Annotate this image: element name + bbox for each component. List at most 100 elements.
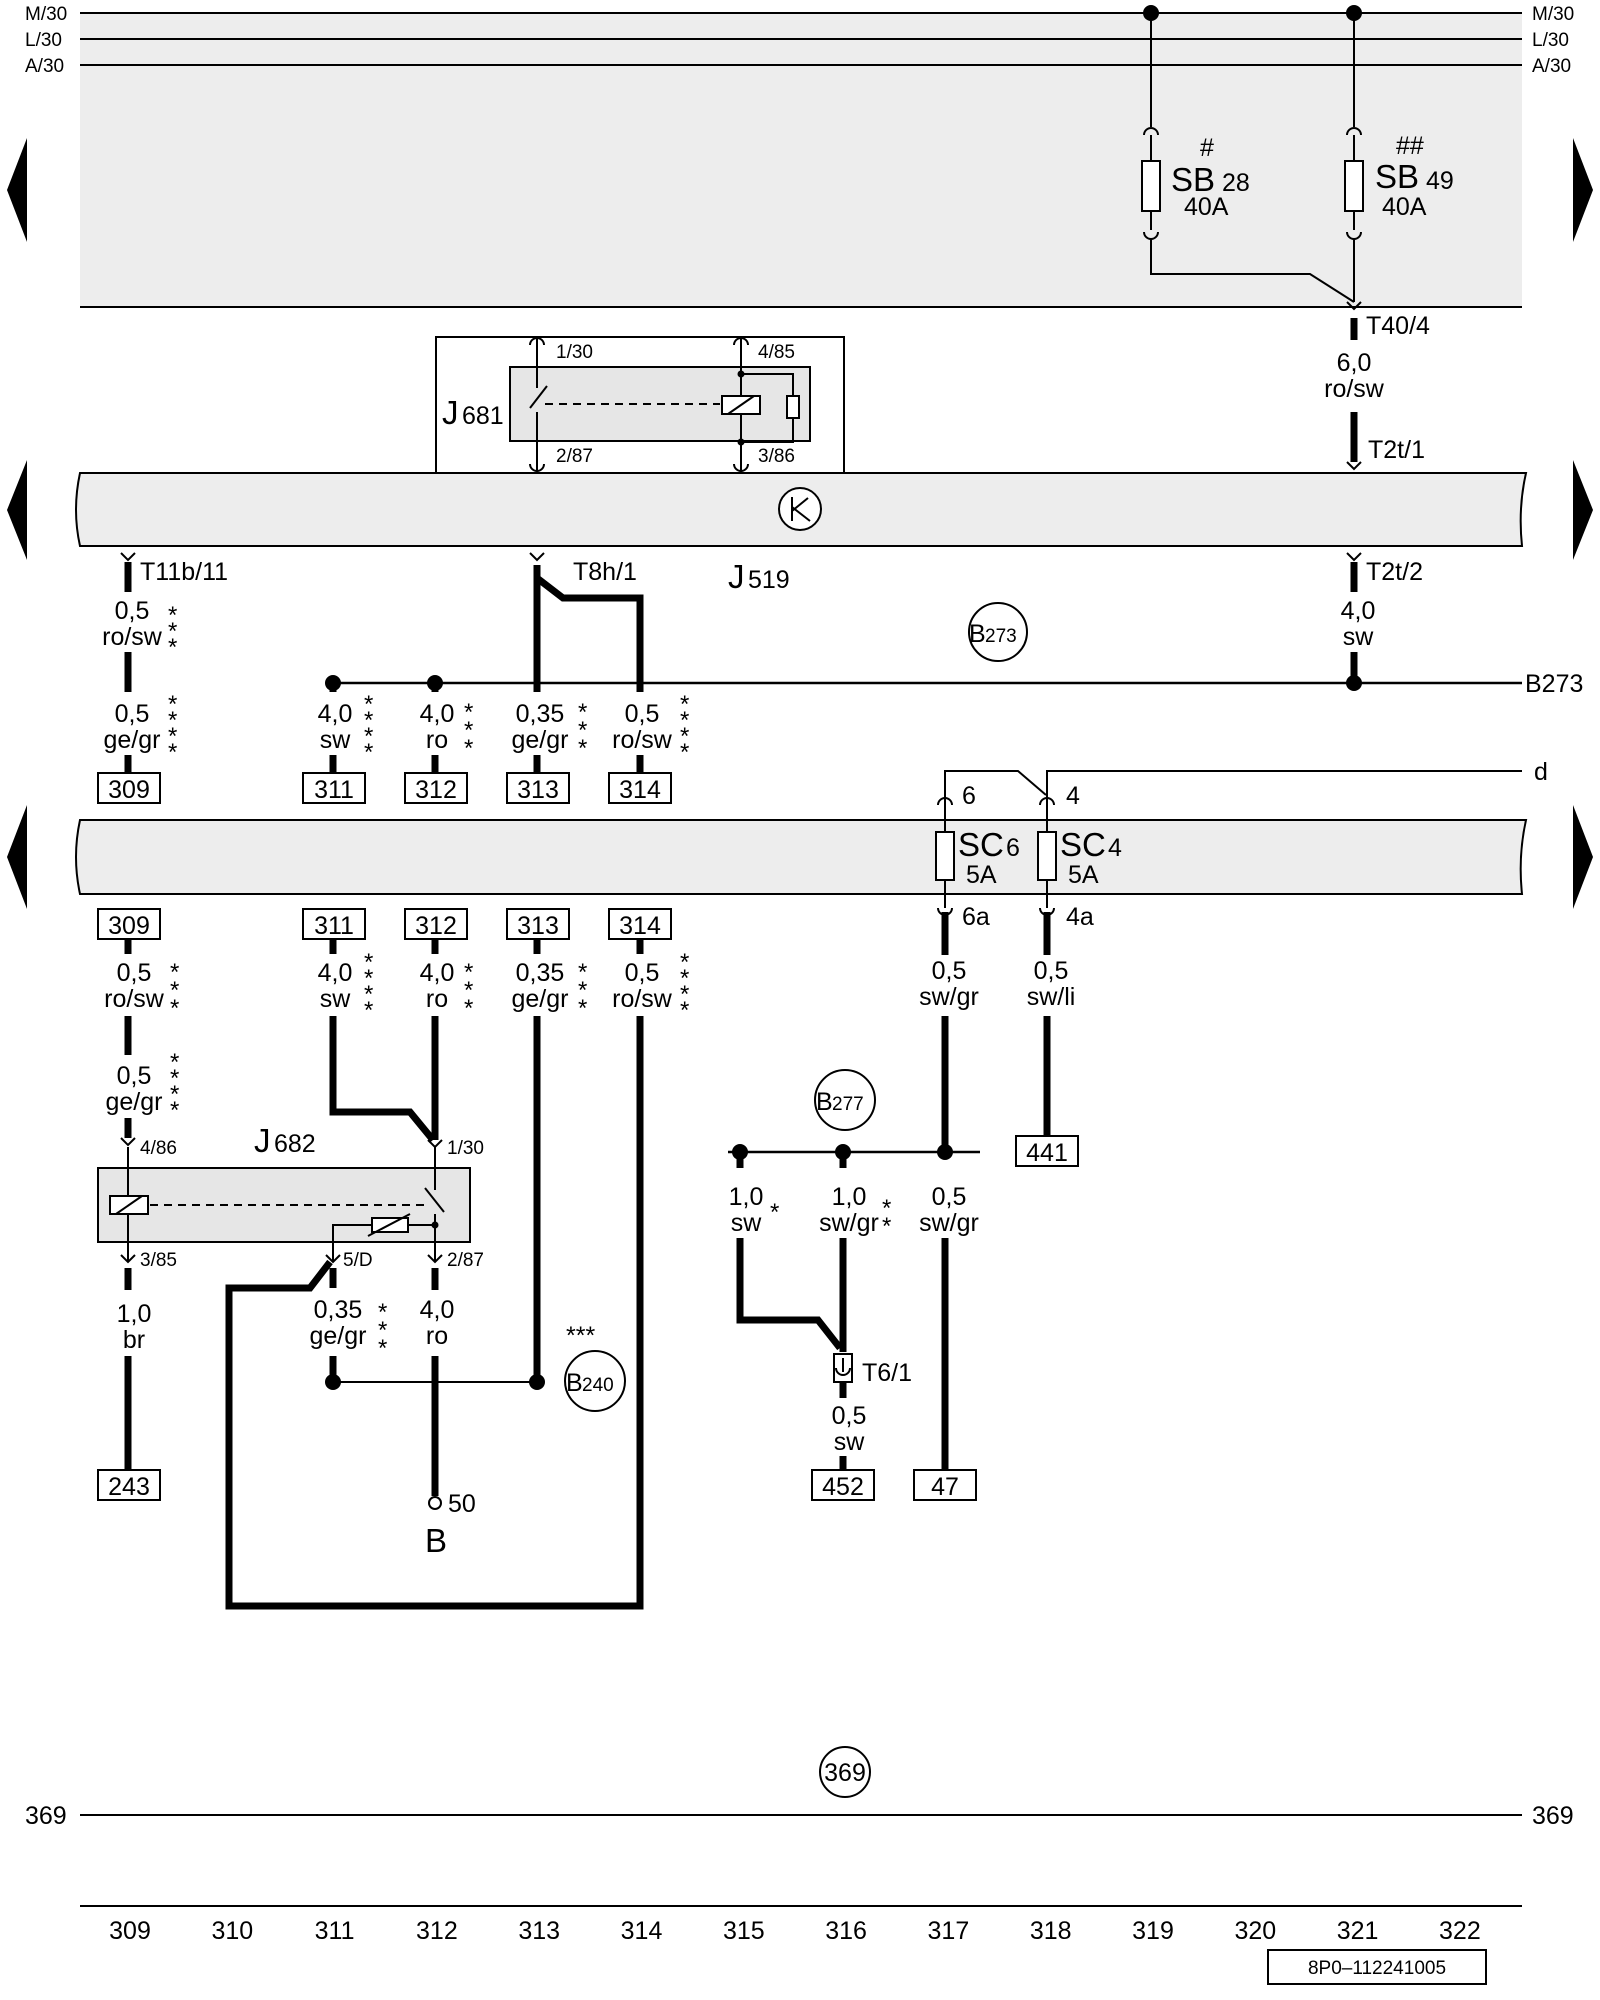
ref-box-312-upper[interactable]: [404, 772, 468, 804]
wire-t40-size: 6,0: [1337, 349, 1372, 377]
j519-num: 519: [748, 566, 790, 594]
stars-l312-1: *: [464, 959, 473, 986]
wire-u309b-size: 0,5: [115, 700, 150, 728]
stars-5d-3: *: [378, 1335, 387, 1362]
stars-u311-1: *: [364, 691, 373, 718]
sb28-mark: #: [1200, 134, 1214, 162]
stars-l314-3: *: [680, 981, 689, 1008]
ground-b277-num: 277: [832, 1094, 864, 1115]
stars-l311-4: *: [364, 997, 373, 1024]
ref-box-312-lower[interactable]: [404, 908, 468, 940]
ref-box-309-upper[interactable]: [97, 772, 161, 804]
wire-l309a-color: ro/sw: [104, 985, 165, 1013]
wire-u314-color: ro/sw: [612, 726, 673, 754]
wire-l313-color: ge/gr: [512, 985, 569, 1013]
wire-l312-color: ro: [426, 985, 448, 1013]
stars-u313-1: *: [578, 699, 587, 726]
ref-box-313-lower[interactable]: [506, 908, 570, 940]
stars-l311-1: *: [364, 949, 373, 976]
ground-b273: [968, 602, 1028, 662]
wire-ro-color: ro: [426, 1322, 448, 1350]
wire-u312-size: 4,0: [420, 700, 455, 728]
nav-arrow-right-top[interactable]: [1573, 138, 1593, 242]
wire-l309a-size: 0,5: [117, 959, 152, 987]
fuse-carrier-band: [75, 819, 1528, 895]
ref-box-311-upper[interactable]: [302, 772, 366, 804]
stars-l314-1: *: [680, 949, 689, 976]
stars-u314-3: *: [680, 723, 689, 750]
wire-g-swgr2-size: 0,5: [932, 1183, 967, 1211]
stars-u309a-1: *: [168, 602, 177, 629]
stars-u311-4: *: [364, 739, 373, 766]
ref-311-lower: 311: [314, 912, 354, 940]
wire-u309a-color: ro/sw: [102, 623, 163, 651]
sb28-num: 28: [1222, 169, 1250, 197]
stars-5d-2: *: [378, 1317, 387, 1344]
j681-diode: [786, 395, 800, 419]
sc4-num: 4: [1108, 834, 1122, 862]
nav-arrow-left-top[interactable]: [7, 138, 27, 242]
ref-box-441[interactable]: [1015, 1135, 1079, 1167]
wire-g-swgr-size: 1,0: [832, 1183, 867, 1211]
nav-arrow-left-low[interactable]: [7, 805, 27, 909]
nav-arrow-right-low[interactable]: [1573, 805, 1593, 909]
j682-name: J: [254, 1122, 271, 1159]
terminal-50-num: 50: [448, 1490, 476, 1518]
ref-box-313-upper[interactable]: [506, 772, 570, 804]
stars-u311-2: *: [364, 707, 373, 734]
ruler-col-0: 309: [109, 1917, 151, 1945]
ground-b273-letter: B: [969, 620, 986, 648]
ref-314-lower: 314: [619, 912, 661, 940]
ref-box-452[interactable]: [811, 1469, 875, 1501]
ruler-col-1: 310: [211, 1917, 253, 1945]
wire-g-sw-color: sw: [731, 1209, 763, 1237]
ground-b240-stars: ***: [566, 1322, 595, 1350]
ref-309-upper: 309: [108, 776, 150, 804]
stars-l309b-1: *: [170, 1049, 179, 1076]
j681-pin-2: 2/87: [556, 446, 593, 467]
wire-t40-color: ro/sw: [1324, 375, 1385, 403]
j519-name: J: [728, 558, 745, 595]
ref-box-314-upper[interactable]: [608, 772, 672, 804]
ref-box-309-lower[interactable]: [97, 908, 161, 940]
wire-ro-size: 4,0: [420, 1296, 455, 1324]
stars-u314-4: *: [680, 739, 689, 766]
ref-312-upper: 312: [415, 776, 457, 804]
j682-pin-5: 5/D: [343, 1250, 373, 1271]
stars-l311-2: *: [364, 965, 373, 992]
nav-arrow-right-mid[interactable]: [1573, 460, 1593, 560]
rail-a30-label-left: A/30: [25, 56, 64, 77]
ref-box-47[interactable]: [913, 1469, 977, 1501]
connector-t11b-11: T11b/11: [140, 558, 228, 586]
ground-b240-letter: B: [566, 1369, 583, 1397]
sc6-pin-top: 6: [962, 782, 976, 810]
line-369-label-right: 369: [1532, 1802, 1574, 1830]
stars-l309a-2: *: [170, 977, 179, 1004]
ruler-col-9: 318: [1030, 1917, 1072, 1945]
wire-u309b-color: ge/gr: [104, 726, 161, 754]
stars-g-swgr-1: *: [882, 1195, 891, 1222]
diagram-code-box: [1267, 1949, 1487, 1985]
nav-arrow-left-mid[interactable]: [7, 460, 27, 560]
ref-309-lower: 309: [108, 912, 150, 940]
stars-l313-3: *: [578, 995, 587, 1022]
j681-name: J: [442, 394, 459, 431]
sb49-num: 49: [1426, 167, 1454, 195]
j682-num: 682: [274, 1130, 316, 1158]
rail-d-label: d: [1534, 758, 1548, 786]
wire-br-color: br: [123, 1326, 145, 1354]
ref-box-243[interactable]: [97, 1469, 161, 1501]
fuse-panel-shade: [80, 13, 1522, 307]
ref-313-lower: 313: [517, 912, 559, 940]
ground-b277-letter: B: [816, 1088, 833, 1116]
sc6-num: 6: [1006, 834, 1020, 862]
connector-t40-4: T40/4: [1366, 312, 1430, 340]
stars-u313-3: *: [578, 735, 587, 762]
rail-m30-label-right: M/30: [1532, 4, 1574, 25]
wire-l312-size: 4,0: [420, 959, 455, 987]
stars-g-swgr-2: *: [882, 1213, 891, 1240]
connector-t2t-2: T2t/2: [1366, 558, 1423, 586]
ref-311-upper: 311: [314, 776, 354, 804]
ruler-col-3: 312: [416, 1917, 458, 1945]
